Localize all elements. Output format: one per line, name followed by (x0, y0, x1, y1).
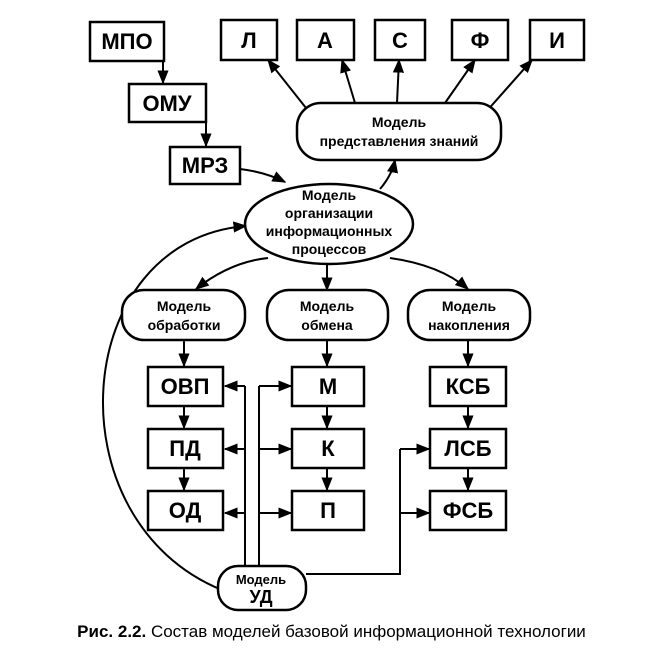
box-fsb (428, 489, 508, 532)
figure-caption: Рис. 2.2. Состав моделей базовой информа… (0, 622, 663, 642)
model-exchange-line1: Модель (300, 298, 355, 314)
box-ovp (146, 365, 225, 408)
model-processing-line1: Модель (157, 298, 212, 314)
model-organization-line4: процессов (292, 241, 367, 257)
figure-number: Рис. 2.2. (77, 622, 147, 641)
model-exchange-line2: обмена (301, 317, 353, 333)
box-p-label: П (320, 498, 336, 523)
box-pd-label: ПД (169, 436, 201, 461)
model-processing-line2: обработки (148, 317, 221, 333)
model-knowledge-line2: представления знаний (320, 133, 479, 149)
box-lsb-label: ЛСБ (444, 436, 491, 461)
model-ud (216, 564, 308, 612)
box-od (146, 489, 225, 532)
box-m-label: М (319, 374, 337, 399)
model-ud-line2: УД (249, 587, 272, 607)
box-k-label: К (321, 436, 335, 461)
model-organization-line1: Модель (302, 187, 357, 203)
model-accumulation (406, 288, 532, 342)
box-l (219, 18, 279, 62)
model-ud-line1: Модель (236, 572, 286, 587)
box-a-label: А (317, 28, 333, 53)
box-i-label: И (549, 28, 565, 53)
model-organization (243, 182, 415, 266)
box-lsb (428, 427, 508, 470)
box-i (528, 18, 586, 62)
box-ksb-label: КСБ (446, 374, 491, 399)
box-f-label: Ф (471, 28, 490, 53)
box-s (373, 18, 427, 62)
box-f (450, 18, 510, 62)
model-processing (120, 288, 247, 342)
model-organization-line2: организации (285, 205, 373, 221)
model-knowledge (295, 101, 503, 162)
box-m (290, 365, 366, 408)
box-ovp-label: ОВП (161, 374, 210, 399)
box-mpo-label: МПО (101, 29, 152, 54)
model-accumulation-line2: накопления (428, 317, 510, 333)
model-organization-line3: информационных (266, 223, 393, 239)
box-l-label: Л (241, 28, 256, 53)
model-accumulation-line1: Модель (442, 298, 497, 314)
box-mpo (88, 20, 166, 63)
box-s-label: С (392, 28, 408, 53)
box-pd (146, 427, 225, 470)
box-mrz-label: МРЗ (182, 153, 229, 178)
figure-title: Состав моделей базовой информационной те… (150, 622, 586, 641)
box-fsb-label: ФСБ (443, 498, 494, 523)
box-omu (127, 82, 208, 124)
box-a (295, 18, 356, 62)
connectors (102, 58, 533, 591)
box-od-label: ОД (169, 498, 202, 523)
box-mrz (168, 145, 242, 186)
model-knowledge-line1: Модель (372, 114, 427, 130)
model-exchange (265, 288, 390, 342)
box-k (290, 427, 366, 470)
box-p (290, 489, 366, 532)
box-ksb (428, 365, 508, 408)
box-omu-label: ОМУ (142, 91, 191, 116)
